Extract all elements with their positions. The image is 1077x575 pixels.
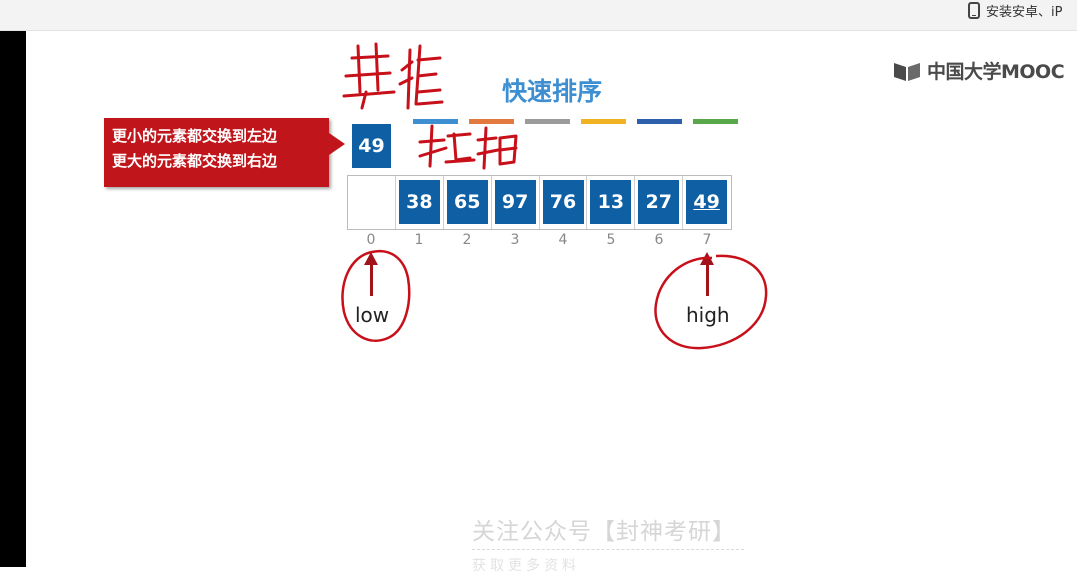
array-cell: 49 bbox=[683, 176, 731, 229]
color-bar bbox=[637, 119, 682, 124]
title-color-bars bbox=[413, 119, 738, 124]
mooc-logo-text: 中国大学MOOC bbox=[927, 61, 1065, 83]
array-index: 6 bbox=[654, 232, 664, 248]
phone-icon bbox=[968, 1, 980, 19]
mooc-logo: 中国大学MOOC bbox=[893, 57, 1065, 84]
array-index: 2 bbox=[462, 232, 472, 248]
array-index: 5 bbox=[606, 232, 616, 248]
array-cell: 76 bbox=[540, 176, 588, 229]
watermark-text: 关注公众号【封神考研】 bbox=[472, 519, 736, 545]
array-cell-value: 76 bbox=[542, 180, 584, 224]
color-bar bbox=[469, 119, 514, 124]
array-cell-value: 27 bbox=[638, 180, 680, 224]
rule-callout: 更小的元素都交换到左边 更大的元素都交换到右边 bbox=[104, 118, 345, 187]
watermark-subtext: 获取更多资料 bbox=[472, 558, 580, 574]
array-cell: 27 bbox=[635, 176, 684, 229]
low-pointer-label: low bbox=[355, 303, 390, 327]
install-app-text: 安装安卓、iP bbox=[986, 4, 1063, 20]
array-cell-value: 49 bbox=[686, 180, 728, 224]
top-bar: 安装安卓、iP bbox=[0, 0, 1077, 31]
array-cell: 97 bbox=[492, 176, 540, 229]
color-bar bbox=[413, 119, 458, 124]
color-bar bbox=[525, 119, 570, 124]
install-app-link[interactable]: 安装安卓、iP bbox=[968, 0, 1062, 20]
array-index: 3 bbox=[510, 232, 520, 248]
high-arrow-icon bbox=[700, 252, 714, 296]
array-cell: 13 bbox=[587, 176, 636, 229]
array-cell: 38 bbox=[396, 176, 444, 229]
array-cell-value bbox=[351, 180, 392, 224]
array-row: 38 65 97 76 13 27 49 bbox=[347, 175, 732, 230]
low-arrow-icon bbox=[364, 252, 378, 296]
array-cell-value: 38 bbox=[398, 180, 440, 224]
color-bar bbox=[581, 119, 626, 124]
array-index: 0 bbox=[366, 232, 376, 248]
array-cell bbox=[348, 176, 396, 229]
array-index: 7 bbox=[702, 232, 712, 248]
array-cell-value: 97 bbox=[494, 180, 536, 224]
array-index: 1 bbox=[414, 232, 424, 248]
left-black-bar bbox=[0, 31, 26, 567]
watermark-divider bbox=[472, 549, 744, 550]
color-bar bbox=[693, 119, 738, 124]
callout-line-1: 更小的元素都交换到左边 bbox=[112, 127, 278, 145]
array-cell-value: 13 bbox=[590, 180, 632, 224]
slide-canvas bbox=[26, 31, 1077, 567]
callout-line-2: 更大的元素都交换到右边 bbox=[112, 152, 278, 170]
mooc-book-icon bbox=[894, 62, 920, 81]
array-indices: 0 1 2 3 4 5 6 7 bbox=[347, 232, 731, 248]
array-cell-value: 65 bbox=[446, 180, 488, 224]
pivot-box: 49 bbox=[352, 124, 391, 168]
array-index: 4 bbox=[558, 232, 568, 248]
slide-title: 快速排序 bbox=[502, 77, 603, 106]
array-cell: 65 bbox=[444, 176, 492, 229]
high-pointer-label: high bbox=[686, 303, 730, 327]
